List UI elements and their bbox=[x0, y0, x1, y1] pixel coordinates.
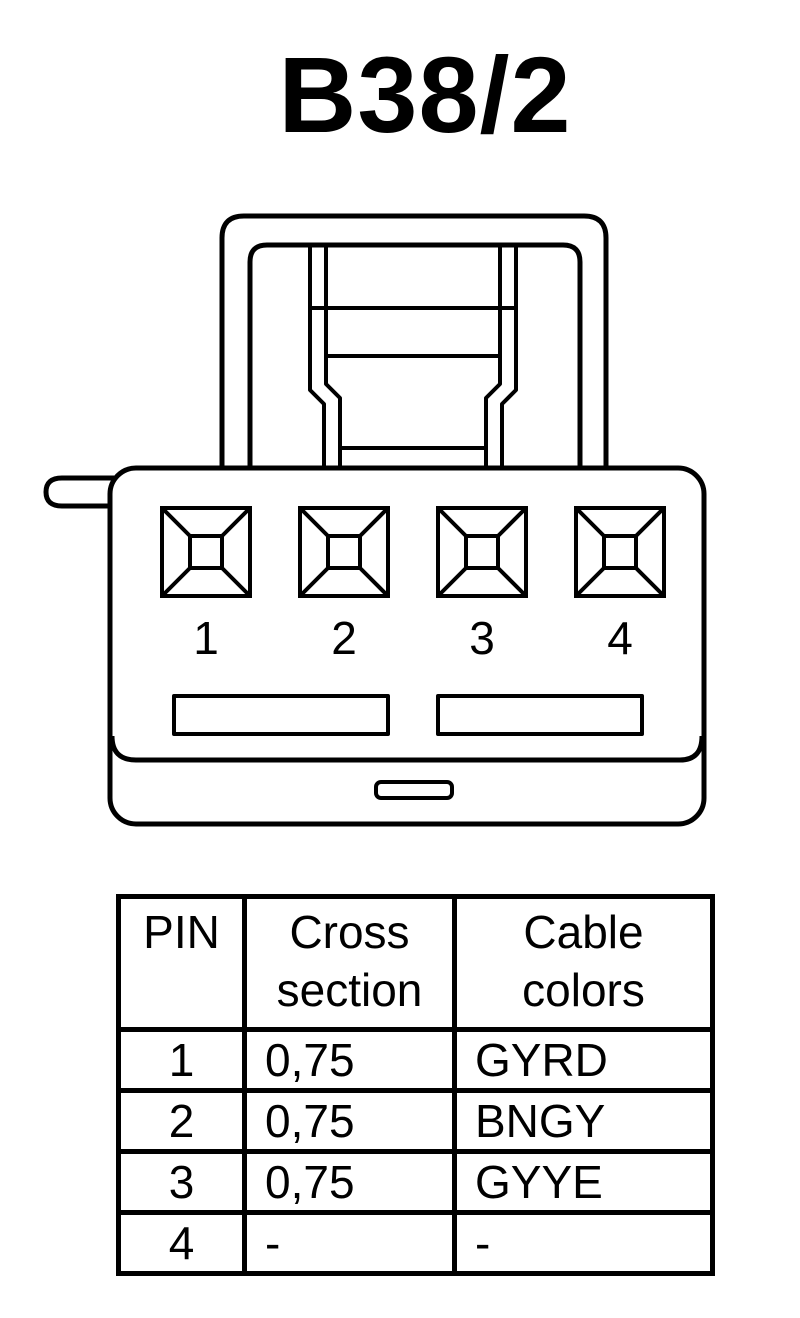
cell-cross-section: 0,75 bbox=[242, 1088, 457, 1154]
latch-inner bbox=[247, 242, 583, 470]
pin-cavity-2 bbox=[298, 506, 390, 598]
lower-slot-left bbox=[172, 694, 390, 736]
cell-cable-color: BNGY bbox=[452, 1088, 715, 1154]
cell-cross-section: 0,75 bbox=[242, 1149, 457, 1215]
connector-diagram: 1 2 3 4 bbox=[43, 213, 707, 827]
pin-assignment-table: PIN Cross section Cable colors 1 0,75 GY… bbox=[116, 894, 715, 1276]
header-cable-colors-line-2: colors bbox=[522, 964, 645, 1016]
header-pin: PIN bbox=[116, 894, 247, 1032]
cell-pin: 2 bbox=[116, 1088, 247, 1154]
latch-tongue bbox=[308, 245, 518, 470]
cell-pin: 1 bbox=[116, 1027, 247, 1093]
table-row: 2 0,75 BNGY bbox=[116, 1088, 715, 1154]
header-cross-section: Cross section bbox=[242, 894, 457, 1032]
cell-pin: 4 bbox=[116, 1210, 247, 1276]
table-header-row: PIN Cross section Cable colors bbox=[116, 894, 715, 1032]
header-cable-colors-line-1: Cable bbox=[523, 906, 644, 958]
latch-tongue-inner bbox=[324, 245, 502, 470]
pin-number-3: 3 bbox=[469, 612, 495, 664]
header-cable-colors: Cable colors bbox=[452, 894, 715, 1032]
pin-number-2: 2 bbox=[331, 612, 357, 664]
table-row: 4 - - bbox=[116, 1210, 715, 1276]
pin-cavity-3 bbox=[436, 506, 528, 598]
header-cross-section-line-2: section bbox=[276, 964, 423, 1016]
table-row: 1 0,75 GYRD bbox=[116, 1027, 715, 1093]
pin-cavity-1 bbox=[160, 506, 252, 598]
pin-cavity-4 bbox=[574, 506, 666, 598]
pin-number-1: 1 bbox=[193, 612, 219, 664]
housing-ledge bbox=[109, 735, 705, 763]
cell-cable-color: GYYE bbox=[452, 1149, 715, 1215]
pin-number-4: 4 bbox=[607, 612, 633, 664]
side-tab bbox=[43, 475, 114, 509]
table-row: 3 0,75 GYYE bbox=[116, 1149, 715, 1215]
cell-cross-section: - bbox=[242, 1210, 457, 1276]
bottom-slot bbox=[374, 780, 454, 800]
cell-cable-color: GYRD bbox=[452, 1027, 715, 1093]
cell-cross-section: 0,75 bbox=[242, 1027, 457, 1093]
lower-slot-right bbox=[436, 694, 644, 736]
cell-cable-color: - bbox=[452, 1210, 715, 1276]
cell-pin: 3 bbox=[116, 1149, 247, 1215]
latch-outer bbox=[219, 213, 609, 470]
connector-title: B38/2 bbox=[278, 34, 572, 155]
header-cross-section-line-1: Cross bbox=[289, 906, 410, 958]
